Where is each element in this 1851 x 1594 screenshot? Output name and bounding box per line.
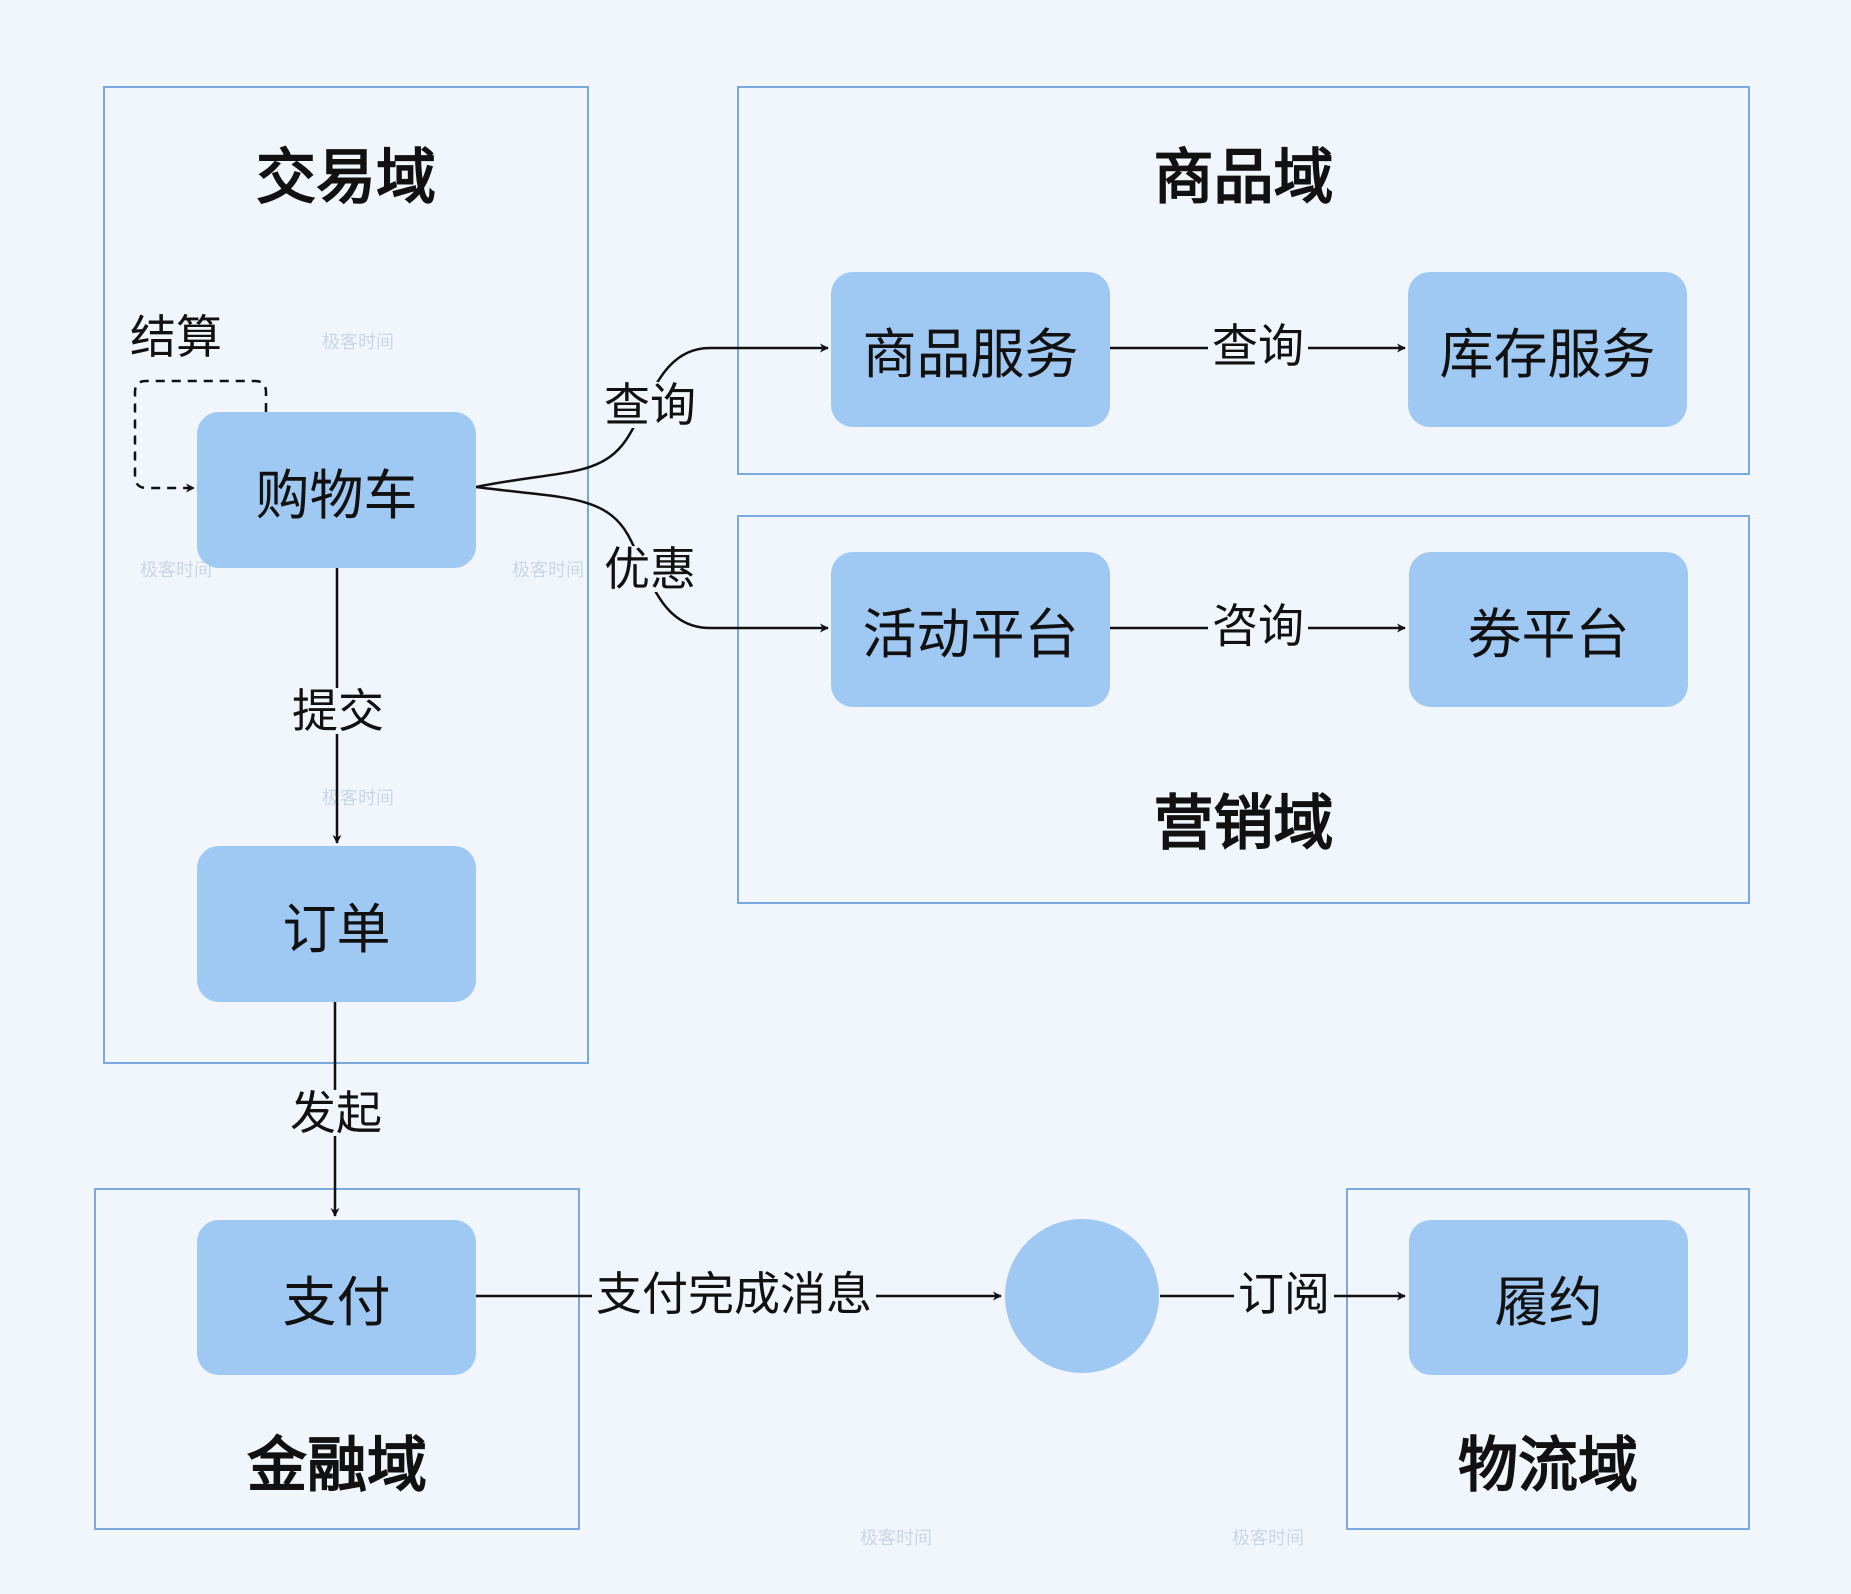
order-node[interactable]: 订单 <box>197 846 476 1002</box>
finance-domain-region <box>94 1188 580 1530</box>
activity-platform-node[interactable]: 活动平台 <box>831 552 1110 707</box>
initiate-label: 发起 <box>286 1090 386 1136</box>
trade-domain-region <box>103 86 589 1064</box>
consult-label: 咨询 <box>1208 603 1308 649</box>
message-queue-node[interactable] <box>1005 1219 1159 1373</box>
goods-domain-title: 商品域 <box>1153 143 1334 213</box>
fulfillment-node[interactable]: 履约 <box>1409 1220 1688 1375</box>
logistics-domain-title: 物流域 <box>1458 1431 1638 1501</box>
watermark: 极客时间 <box>322 332 394 353</box>
query-inventory-label: 查询 <box>1208 323 1308 369</box>
watermark: 极客时间 <box>860 1528 932 1549</box>
marketing-domain-region <box>737 515 1750 904</box>
goods-service-node[interactable]: 商品服务 <box>831 272 1110 427</box>
payment-node[interactable]: 支付 <box>197 1220 476 1375</box>
checkout-loop-edge <box>133 379 268 493</box>
watermark: 极客时间 <box>140 560 212 581</box>
payment-done-label: 支付完成消息 <box>592 1271 876 1317</box>
subscribe-label: 订阅 <box>1234 1271 1334 1317</box>
goods-domain-region <box>737 86 1750 475</box>
trade-domain-title: 交易域 <box>256 143 436 213</box>
finance-domain-title: 金融域 <box>247 1431 427 1501</box>
coupon-platform-node[interactable]: 券平台 <box>1409 552 1688 707</box>
cart-node[interactable]: 购物车 <box>197 412 476 568</box>
discount-label: 优惠 <box>600 546 700 592</box>
inventory-service-node[interactable]: 库存服务 <box>1408 272 1687 427</box>
watermark: 极客时间 <box>512 560 584 581</box>
checkout-label: 结算 <box>130 310 222 364</box>
marketing-domain-title: 营销域 <box>1153 789 1334 859</box>
query-goods-edge <box>475 343 829 489</box>
logistics-domain-region <box>1346 1188 1750 1530</box>
discount-edge <box>475 485 829 633</box>
watermark: 极客时间 <box>1232 1528 1304 1549</box>
submit-label: 提交 <box>288 688 388 734</box>
watermark: 极客时间 <box>322 788 394 809</box>
query-goods-label: 查询 <box>600 382 700 428</box>
